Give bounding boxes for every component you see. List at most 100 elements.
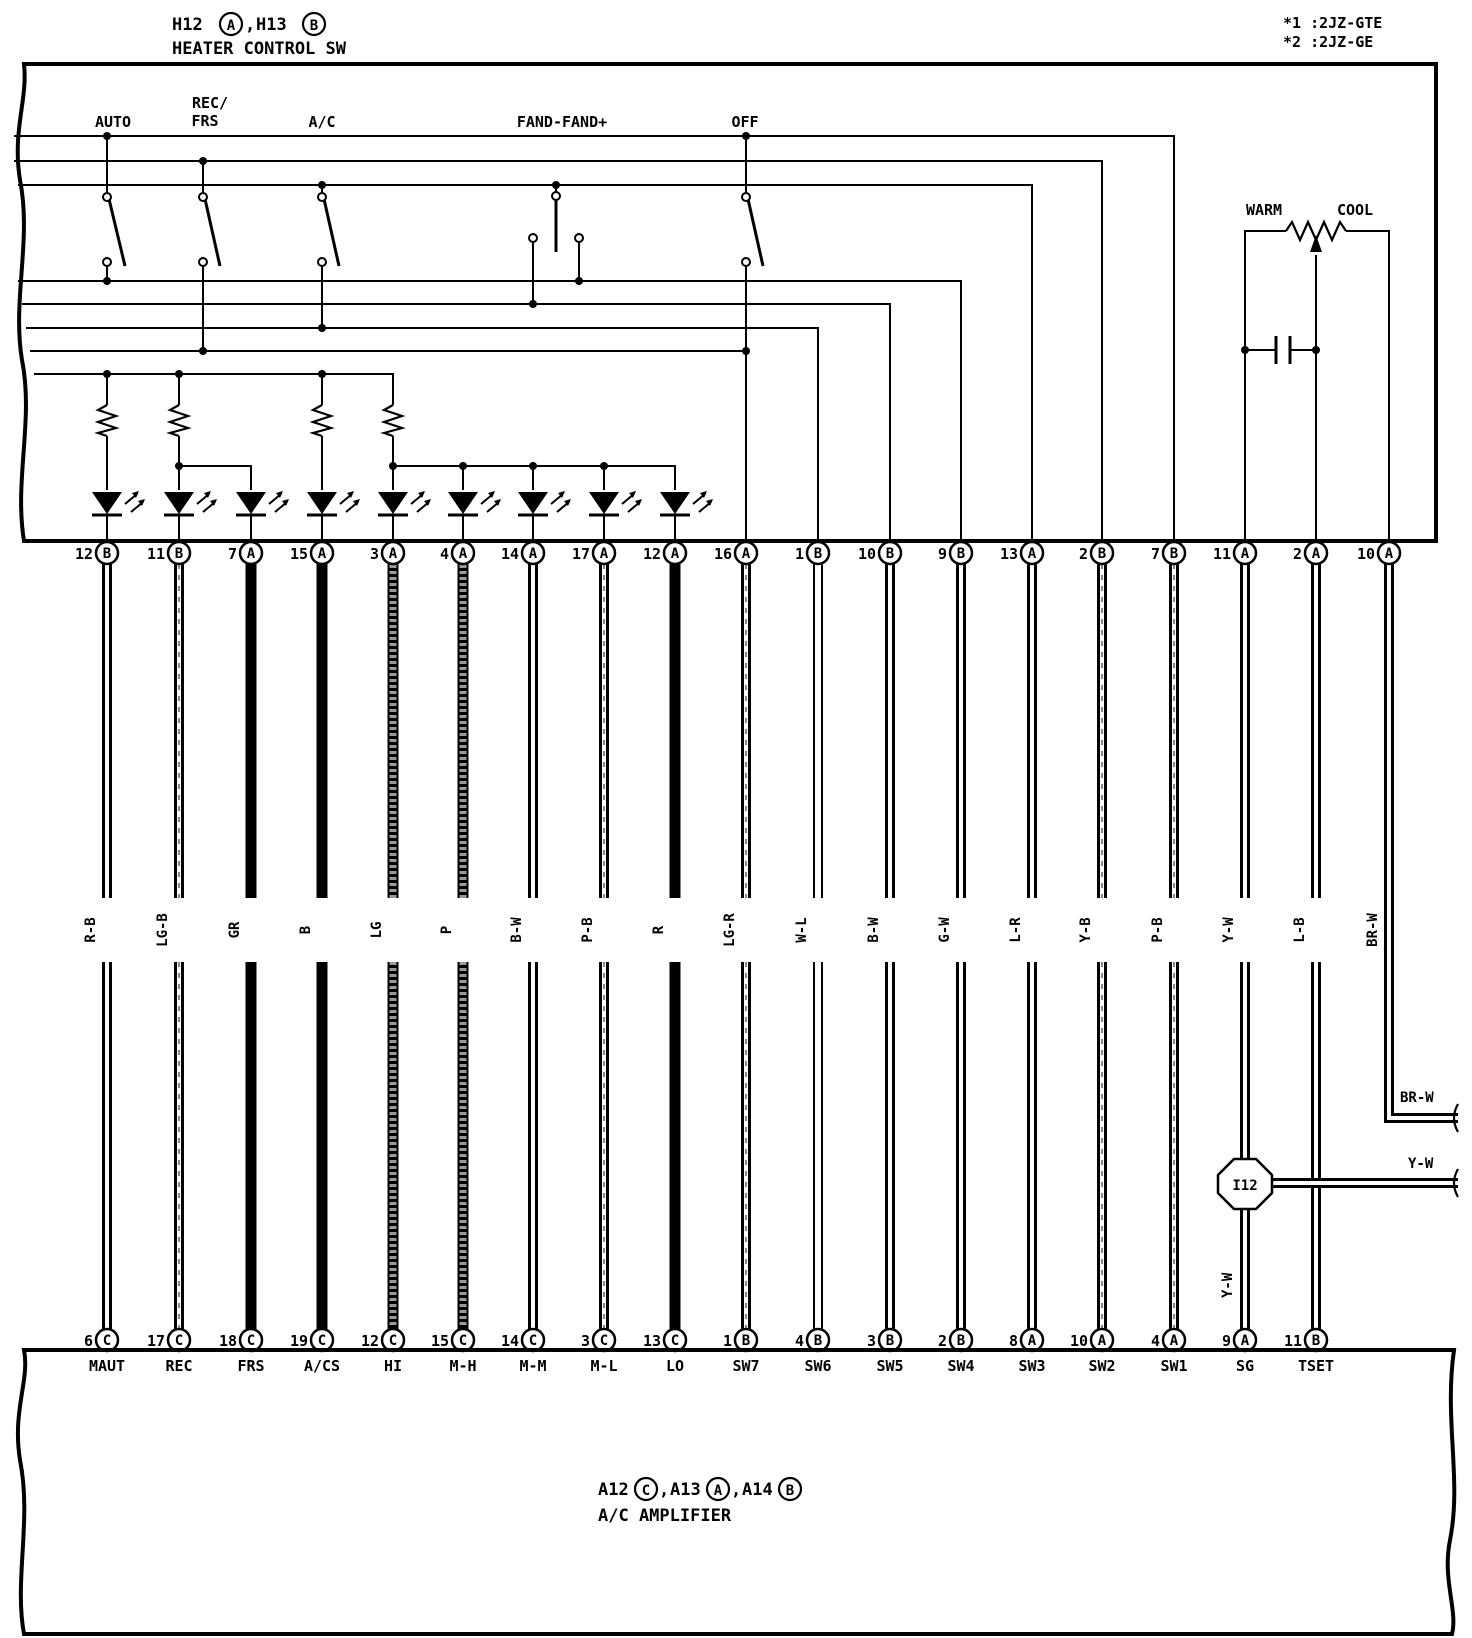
heater-switch-title-block: H12 A , H13 B HEATER CONTROL SW [172,11,347,59]
bottom-connector-pin: A10 [1070,1327,1115,1353]
bottom-pin-number: 12 [361,1332,379,1350]
bottom-connector-letter: A [1098,1333,1107,1349]
amplifier-badge-3: B [786,1483,794,1499]
wire-color-label: W-L [794,917,810,942]
bottom-connector-pin: B1 [723,1327,759,1353]
junction-i12-label: I12 [1232,1178,1257,1194]
led-icon [164,491,217,517]
top-connector-pin: B2 [1079,540,1115,566]
connector-pins: B12C6B11C17A7C18A15C19A3C12A4C15A14C14A1… [75,540,1402,1353]
bottom-connector-letter: B [957,1333,965,1349]
amplifier-signal-label: MAUT [89,1357,125,1375]
top-connector-pin: A16 [714,540,759,566]
amplifier-signal-label: REC [165,1357,192,1375]
led-icon [660,491,713,517]
connector-pin-icon [1161,540,1187,566]
pot-label-cool: COOL [1337,201,1373,219]
bottom-pin-number: 9 [1222,1332,1231,1350]
top-pin-number: 14 [501,545,519,563]
top-pin-number: 17 [572,545,590,563]
top-pin-number: 11 [1213,545,1231,563]
top-connector-letter: A [1312,546,1321,562]
wire-color-label: L-B [1292,917,1308,942]
top-connector-letter: B [886,546,894,562]
amplifier-signal-label: M-H [449,1357,476,1375]
amplifier-signal-label: SW1 [1160,1357,1187,1375]
wire-17: L-B [1292,553,1321,1340]
bottom-pin-number: 8 [1009,1332,1018,1350]
bottom-pin-number: 19 [290,1332,308,1350]
engine-notes: *1 :2JZ-GTE *2 :2JZ-GE [1283,14,1382,51]
bottom-connector-letter: C [318,1333,326,1349]
wire-color-label: R [651,925,667,934]
bottom-pin-number: 18 [219,1332,237,1350]
connector-pin-icon [591,540,617,566]
connector-pin-icon [1232,540,1258,566]
bottom-pin-number: 15 [431,1332,449,1350]
connector-badge-icon [301,11,327,37]
bottom-connector-pin: B11 [1284,1327,1329,1353]
top-connector-pin: A3 [370,540,406,566]
connector-pin-icon [662,540,688,566]
top-pin-number: 12 [75,545,93,563]
heater-switch-badge-2: B [310,18,318,34]
bottom-connector-letter: B [742,1333,750,1349]
note-line-2: *2 :2JZ-GE [1283,33,1373,51]
led-icon [92,491,145,517]
top-pin-number: 11 [147,545,165,563]
bottom-connector-letter: C [103,1333,111,1349]
wire-3: B [298,553,328,1340]
connector-pin-icon [309,540,335,566]
connector-pin-icon [450,540,476,566]
top-connector-pin: A7 [228,540,264,566]
led-icon [589,491,642,517]
led-icon [518,491,571,517]
led-indicators [92,491,713,517]
led-icon [378,491,431,517]
amplifier-signal-label: SW3 [1018,1357,1045,1375]
amplifier-signal-label: A/CS [304,1357,340,1375]
amplifier-code-3: A14 [742,1480,773,1500]
junction-dots [103,132,1320,470]
wire-7: P-B [580,553,609,1340]
top-connector-pin: B 11 [147,540,192,566]
top-pin-number: 2 [1079,545,1088,563]
bottom-connector-pin: C3 [581,1327,617,1353]
top-connector-letter: A [742,546,751,562]
connector-pin-icon [238,540,264,566]
bottom-pin-number: 14 [501,1332,519,1350]
bottom-connector-letter: C [459,1333,467,1349]
top-connector-pin: B1 [795,540,831,566]
connector-pin-icon [1376,540,1402,566]
amplifier-code-2: A13 [670,1480,701,1500]
bottom-pin-number: 4 [795,1332,804,1350]
bottom-connector-pin: C17 [147,1327,192,1353]
bottom-connector-pin: C 15 [431,1327,476,1353]
connector-badge-icon [633,1476,659,1502]
wire-16: Y-W [1221,553,1250,1340]
top-pin-number: 13 [1000,545,1018,563]
connector-badge-icon [218,11,244,37]
top-connector-letter: B [175,546,183,562]
connector-pin-icon [94,540,120,566]
connector-pin-icon [733,540,759,566]
amplifier-signal-label: LO [666,1357,684,1375]
bottom-pin-number: 1 [723,1332,732,1350]
connector-pin-icon [805,540,831,566]
bottom-connector-letter: C [389,1333,397,1349]
bottom-connector-letter: C [175,1333,183,1349]
bottom-connector-letter: C [529,1333,537,1349]
wire-color-label: R-B [83,917,99,942]
top-pin-number: 1 [795,545,804,563]
bottom-pin-number: 4 [1151,1332,1160,1350]
bottom-pin-number: 3 [581,1332,590,1350]
bottom-connector-pin: B4 [795,1327,831,1353]
pot-label-warm: WARM [1246,201,1282,219]
switch-label-ac: A/C [308,113,335,131]
top-pin-number: 15 [290,545,308,563]
top-pin-number: 10 [858,545,876,563]
amplifier-title: A/C AMPLIFIER [598,1506,732,1526]
top-connector-pin: A10 [1357,540,1402,566]
bottom-pin-number: 2 [938,1332,947,1350]
